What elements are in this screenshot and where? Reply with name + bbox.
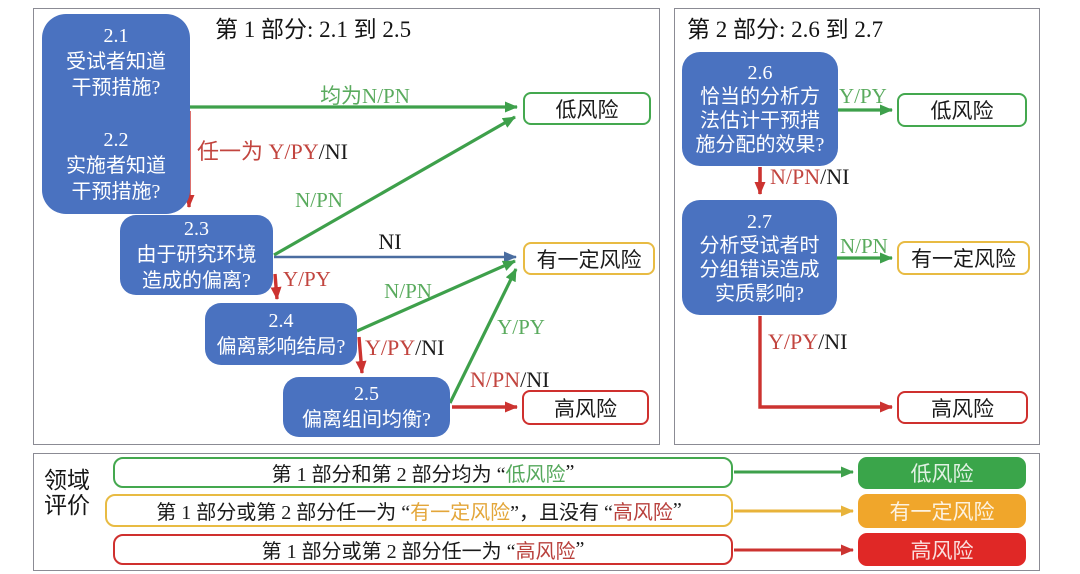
node-2-7: 2.7 分析受试者时 分组错误造成 实质影响? <box>682 200 837 315</box>
summary-arrows <box>734 466 854 556</box>
domain-evaluation-line2: 评价 <box>44 493 90 518</box>
panel1-arrows <box>183 101 518 413</box>
node-2-3-number: 2.3 <box>184 218 209 240</box>
rule-some-mid: ”，且没有 “ <box>510 502 613 524</box>
node-2-4: 2.4 偏离影响结局? <box>205 303 357 365</box>
result-box-low: 低风险 <box>858 457 1026 489</box>
node-2-6-line2: 法估计干预措 <box>700 110 820 132</box>
node-2-7-number: 2.7 <box>747 210 772 233</box>
node-2-5-number: 2.5 <box>354 383 379 405</box>
node-2-4-number: 2.4 <box>268 310 294 332</box>
rule-some-risk2: 高风险 <box>612 502 673 524</box>
node-2-2-line1: 实施者知道 <box>66 155 166 177</box>
outcome-high-risk-p1: 高风险 <box>522 390 649 425</box>
result-box-some: 有一定风险 <box>858 494 1026 528</box>
node-2-1-group: 2.1 受试者知道 干预措施? <box>66 23 166 101</box>
edge-label-all-npn: 均为N/PN <box>320 84 410 108</box>
rule-some-risk1: 有一定风险 <box>410 502 511 524</box>
rule-row-some: 第 1 部分或第 2 部分任一为 “有一定风险”，且没有 “高风险” <box>105 494 733 527</box>
edge-label-ypy-2-7: Y/PY <box>768 329 819 354</box>
edge-label-ni-2-5: /NI <box>520 367 550 392</box>
outcome-some-risk-p2: 有一定风险 <box>897 241 1030 275</box>
node-2-6-line3: 施分配的效果? <box>695 134 825 156</box>
part2-title: 第 2 部分: 2.6 到 2.7 <box>687 17 884 42</box>
outcome-low-risk-p1: 低风险 <box>523 92 651 125</box>
node-2-1-line1: 受试者知道 <box>66 51 166 73</box>
edge-label-npn-ni-2-5: N/PN/NI <box>470 367 549 393</box>
edge-label-ypy-ni-2-4: Y/PY/NI <box>365 335 444 361</box>
node-2-2-number: 2.2 <box>103 129 129 151</box>
rule-some-pre: 第 1 部分或第 2 部分任一为 “ <box>156 502 411 524</box>
edge-label-ni-2-6: /NI <box>820 164 850 189</box>
edge-label-ypy-2-6: Y/PY <box>839 84 887 108</box>
rule-some-post: ” <box>672 499 682 521</box>
rule-row-low: 第 1 部分和第 2 部分均为 “低风险” <box>113 457 733 488</box>
node-2-6-line1: 恰当的分析方 <box>700 86 820 108</box>
domain-evaluation-line1: 领域 <box>44 468 90 493</box>
node-2-1-number: 2.1 <box>103 25 129 47</box>
outcome-some-risk-p1: 有一定风险 <box>523 242 655 275</box>
node-2-6-number: 2.6 <box>747 62 773 84</box>
node-2-3: 2.3 由于研究环境 造成的偏离? <box>120 215 273 295</box>
node-2-1-line2: 干预措施? <box>71 77 161 99</box>
node-2-7-line2: 分组错误造成 <box>699 258 820 281</box>
rule-high-pre: 第 1 部分或第 2 部分任一为 “ <box>261 541 516 563</box>
rule-low-post: ” <box>565 461 575 483</box>
edge-label-ypy-2-3: Y/PY <box>283 267 331 291</box>
rule-high-risk: 高风险 <box>515 541 576 563</box>
node-2-2-group: 2.2 实施者知道 干预措施? <box>66 127 166 205</box>
rule-low-risk: 低风险 <box>505 464 566 486</box>
edge-label-ni-2-3: NI <box>378 229 402 254</box>
outcome-low-risk-p2: 低风险 <box>897 93 1027 127</box>
edge-label-npn-2-4: N/PN <box>384 279 432 303</box>
node-2-3-line1: 由于研究环境 <box>136 244 257 266</box>
edge-label-any-ypy-ni: 任一为 Y/PY/NI <box>197 134 348 166</box>
edge-label-ypy-2-5: Y/PY <box>497 315 545 339</box>
edge-label-npn-2-6: N/PN <box>770 164 821 189</box>
part1-title: 第 1 部分: 2.1 到 2.5 <box>215 17 412 42</box>
node-2-3-line2: 造成的偏离? <box>142 270 251 292</box>
outcome-high-risk-p2: 高风险 <box>897 391 1028 424</box>
node-2-4-line1: 偏离影响结局? <box>216 336 346 358</box>
node-2-5-line1: 偏离组间均衡? <box>302 409 431 431</box>
edge-label-npn-ni-2-6: N/PN/NI <box>770 164 849 190</box>
domain-evaluation-label: 领域 评价 <box>44 468 90 518</box>
rule-row-high: 第 1 部分或第 2 部分任一为 “高风险” <box>113 534 733 565</box>
edge-label-any-ypy: 任一为 Y/PY <box>197 139 319 164</box>
edge-label-ypy-ni-2-7: Y/PY/NI <box>768 329 847 355</box>
edge-label-npn-2-3: N/PN <box>295 188 343 212</box>
edge-label-any-ni: /NI <box>318 139 348 164</box>
edge-label-ypy-2-4: Y/PY <box>365 335 416 360</box>
result-box-high: 高风险 <box>858 533 1026 566</box>
edge-label-ni-2-7: /NI <box>818 329 848 354</box>
edge-label-npn-2-5: N/PN <box>470 367 521 392</box>
edge-label-ni-2-4: /NI <box>415 335 445 360</box>
node-2-7-line3: 实质影响? <box>715 282 804 305</box>
node-2-1-2-2: 2.1 受试者知道 干预措施? 2.2 实施者知道 干预措施? <box>42 14 190 214</box>
panel2-arrows <box>754 104 893 413</box>
rule-high-post: ” <box>575 538 585 560</box>
node-2-7-line1: 分析受试者时 <box>699 234 820 257</box>
node-2-5: 2.5 偏离组间均衡? <box>283 377 450 437</box>
node-2-2-line2: 干预措施? <box>71 181 161 203</box>
node-2-6: 2.6 恰当的分析方 法估计干预措 施分配的效果? <box>682 52 838 166</box>
rule-low-pre: 第 1 部分和第 2 部分均为 “ <box>271 464 506 486</box>
edge-label-npn-2-7: N/PN <box>840 234 888 258</box>
